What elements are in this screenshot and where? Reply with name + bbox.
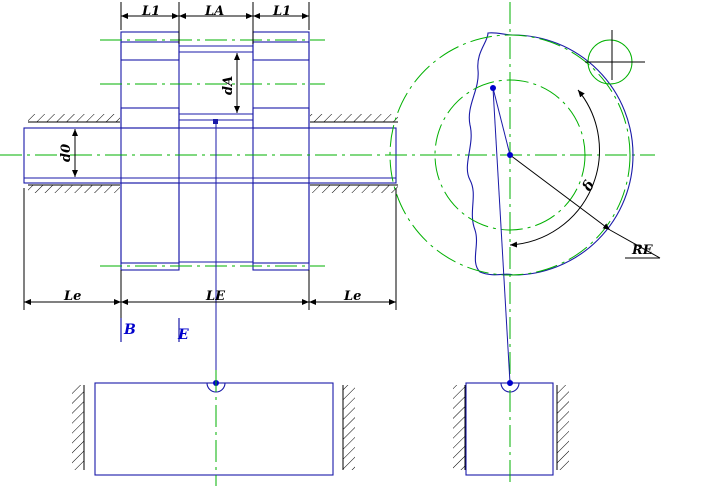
label-LE: LE: [205, 289, 226, 304]
pitch-circle-outer: [389, 34, 631, 276]
label-dA: dA: [221, 76, 236, 95]
cross-section-view: RE δ: [389, 2, 661, 385]
label-Le-right: Le: [343, 289, 361, 304]
corner-detail: [585, 30, 645, 85]
label-LA: LA: [204, 4, 224, 19]
ground-hatch-lower: [28, 184, 398, 193]
bottom-left-block: [72, 370, 355, 486]
crank-pin: [490, 85, 496, 91]
crank-center: [507, 152, 513, 158]
radius-line: [509, 154, 611, 231]
label-Le-left: Le: [63, 289, 81, 304]
label-delta: δ: [579, 178, 598, 195]
right-hub: [252, 31, 310, 271]
label-L1-left: L1: [141, 4, 160, 19]
label-d0: d0: [59, 144, 74, 162]
label-L1-right: L1: [272, 4, 291, 19]
label-B: B: [123, 322, 136, 338]
bottom-right-block: [453, 380, 569, 486]
label-RE: RE: [631, 243, 654, 258]
ground-hatch-upper: [28, 114, 398, 123]
label-E: E: [177, 327, 189, 343]
side-view: L1 LA L1 dA d0 Le LE Le B E: [0, 2, 440, 383]
connecting-rod: [213, 119, 218, 383]
side-dimensions: [23, 2, 397, 342]
section-outline: [466, 32, 634, 276]
left-hub: [120, 31, 180, 271]
angle-arc: [509, 89, 600, 248]
